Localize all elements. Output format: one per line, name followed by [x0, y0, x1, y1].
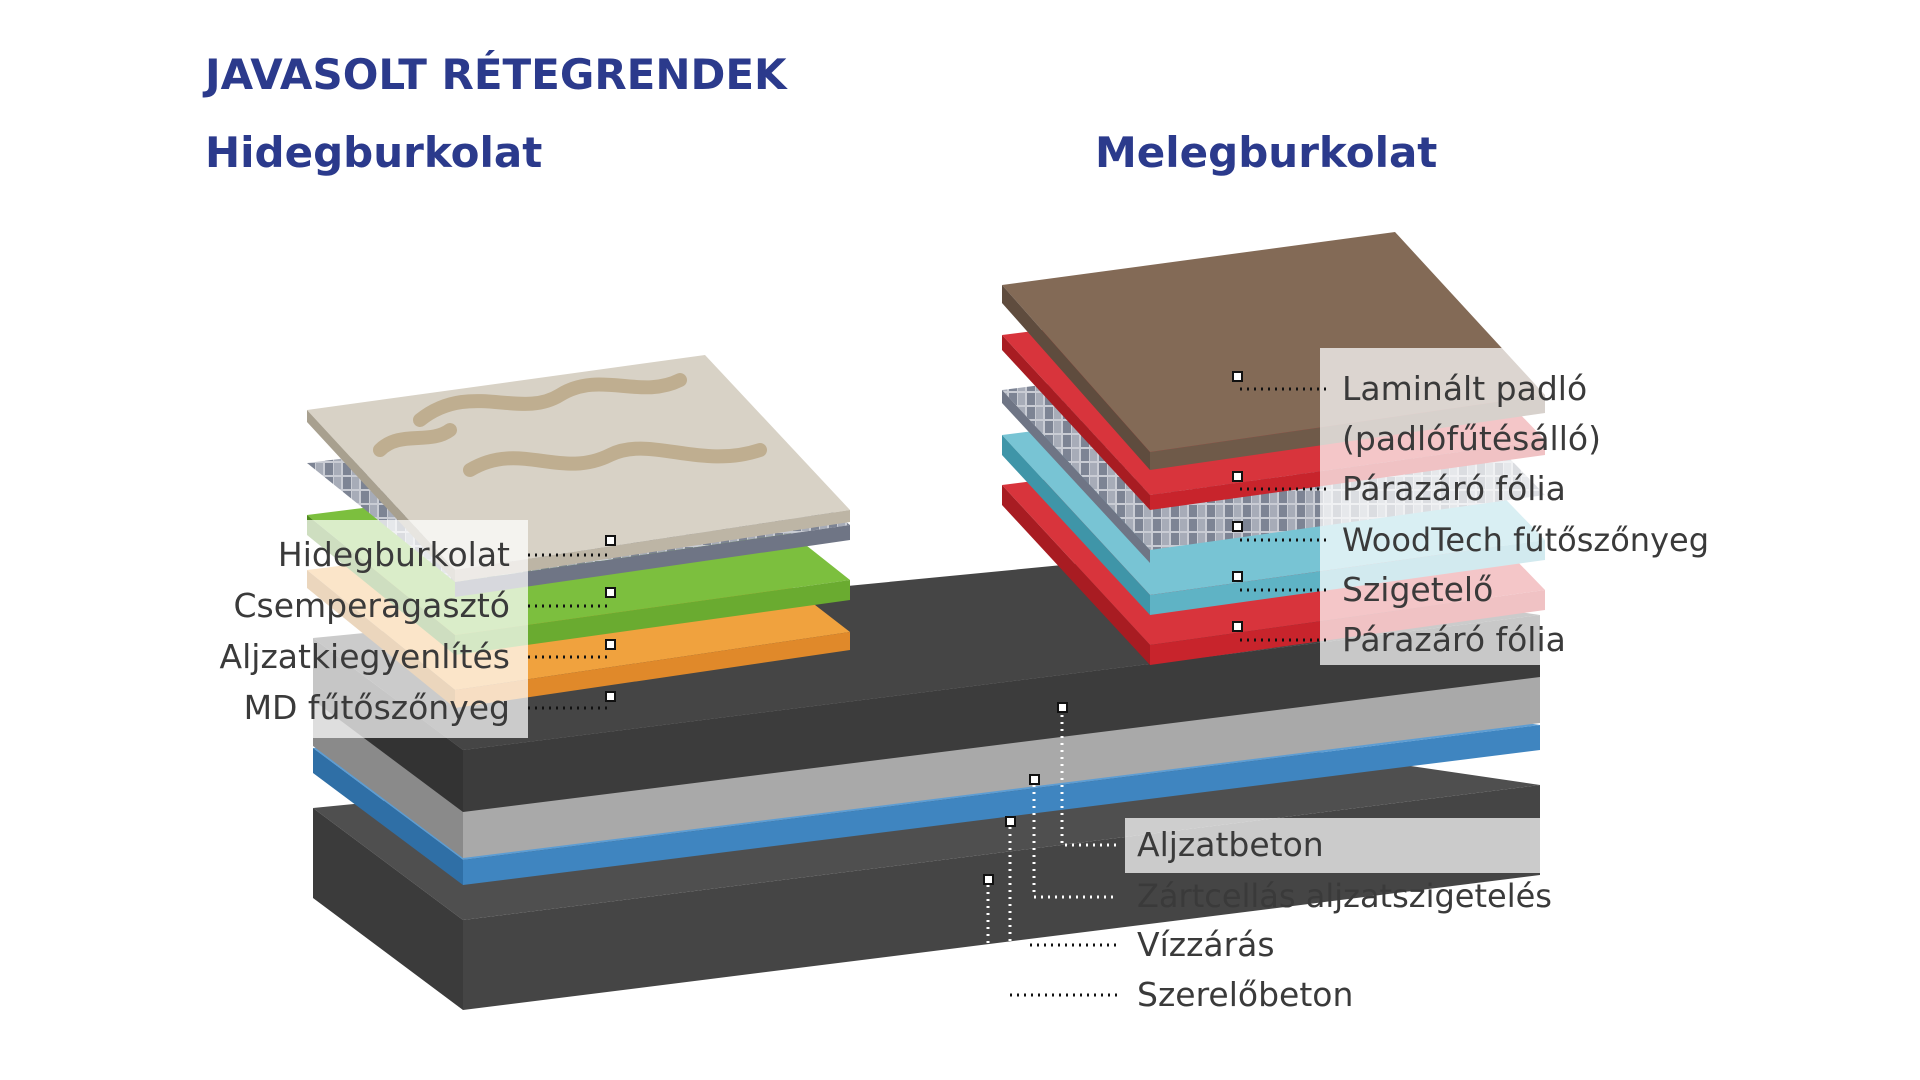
bottom-foil-side [1002, 485, 1150, 665]
leader-dot-icon [983, 874, 994, 885]
upper-foil-side [1002, 335, 1150, 510]
leader-markers [605, 371, 1243, 885]
adhesive-front [455, 525, 850, 597]
label-hidegburkolat: Hidegburkolat [278, 535, 510, 574]
tile-front [455, 510, 850, 582]
vizzaras-left [313, 748, 463, 885]
aljzatszigeteles-front [463, 675, 1540, 858]
label-laminalt-padlo: Laminált padló [1342, 369, 1587, 408]
leader-dot-icon [1057, 702, 1068, 713]
leader-vizzaras [1008, 827, 1118, 947]
base-stack [313, 557, 1540, 1010]
leader-zartcellas [1032, 785, 1118, 899]
leader-dot-icon [1029, 774, 1040, 785]
insulation-side [1002, 435, 1150, 615]
leader-dot-icon [605, 639, 616, 650]
laminate-side [1002, 285, 1150, 470]
label-padlofutesallo: (padlófűtésálló) [1342, 419, 1601, 458]
right-label-box [1320, 348, 1548, 665]
leader-aljzatbeton [1060, 715, 1118, 847]
label-aljzatkiegyenlites: Aljzatkiegyenlítés [220, 637, 510, 676]
leveling-front [455, 580, 850, 655]
label-woodtech-futoszonyeg: WoodTech fűtőszőnyeg [1342, 521, 1709, 559]
tile-ornament [373, 373, 767, 477]
leader-dot-icon [1232, 571, 1243, 582]
leader-dot-icon [1005, 816, 1016, 827]
cold-flooring-subtitle: Hidegburkolat [205, 128, 543, 177]
label-szerelobeton: Szerelőbeton [1137, 975, 1353, 1014]
leader-dot-icon [605, 535, 616, 546]
label-parazaro-folia-2: Párazáró fólia [1342, 620, 1566, 659]
label-szigetelo: Szigetelő [1342, 570, 1493, 609]
warm-flooring-subtitle: Melegburkolat [1095, 128, 1438, 177]
base-leader-lines-outside [1010, 943, 1118, 997]
label-zartcellas-aljzatszigeteles: Zártcellás aljzatszigetelés [1137, 877, 1552, 915]
base-labels: Aljzatbeton Zártcellás aljzatszigetelés … [1137, 825, 1552, 1014]
aljzatbeton-front [463, 615, 1540, 812]
left-labels: Hidegburkolat Csemperagasztó Aljzatkiegy… [220, 535, 510, 727]
leader-dot-icon [605, 587, 616, 598]
leader-dot-icon [1232, 471, 1243, 482]
md-mat-front [455, 632, 850, 708]
label-vizzaras: Vízzárás [1137, 925, 1275, 964]
woodtech-mat-front [1002, 390, 1150, 563]
leader-dot-icon [1232, 371, 1243, 382]
right-labels: Laminált padló (padlófűtésálló) Párazáró… [1342, 369, 1709, 659]
label-md-futoszonyeg: MD fűtőszőnyeg [244, 688, 510, 727]
leader-dot-icon [1232, 621, 1243, 632]
page-title: JAVASOLT RÉTEGRENDEK [205, 50, 787, 99]
base-label-box [1125, 818, 1540, 873]
label-parazaro-folia-1: Párazáró fólia [1342, 469, 1566, 508]
label-aljzatbeton: Aljzatbeton [1137, 825, 1324, 864]
leader-dot-icon [1232, 521, 1243, 532]
leader-dot-icon [605, 691, 616, 702]
label-csemperagaszto: Csemperagasztó [233, 586, 510, 625]
left-label-box [270, 520, 528, 738]
leader-lines [528, 387, 1330, 710]
vizzaras-front [463, 725, 1540, 885]
szerelobeton-left [313, 808, 463, 1010]
